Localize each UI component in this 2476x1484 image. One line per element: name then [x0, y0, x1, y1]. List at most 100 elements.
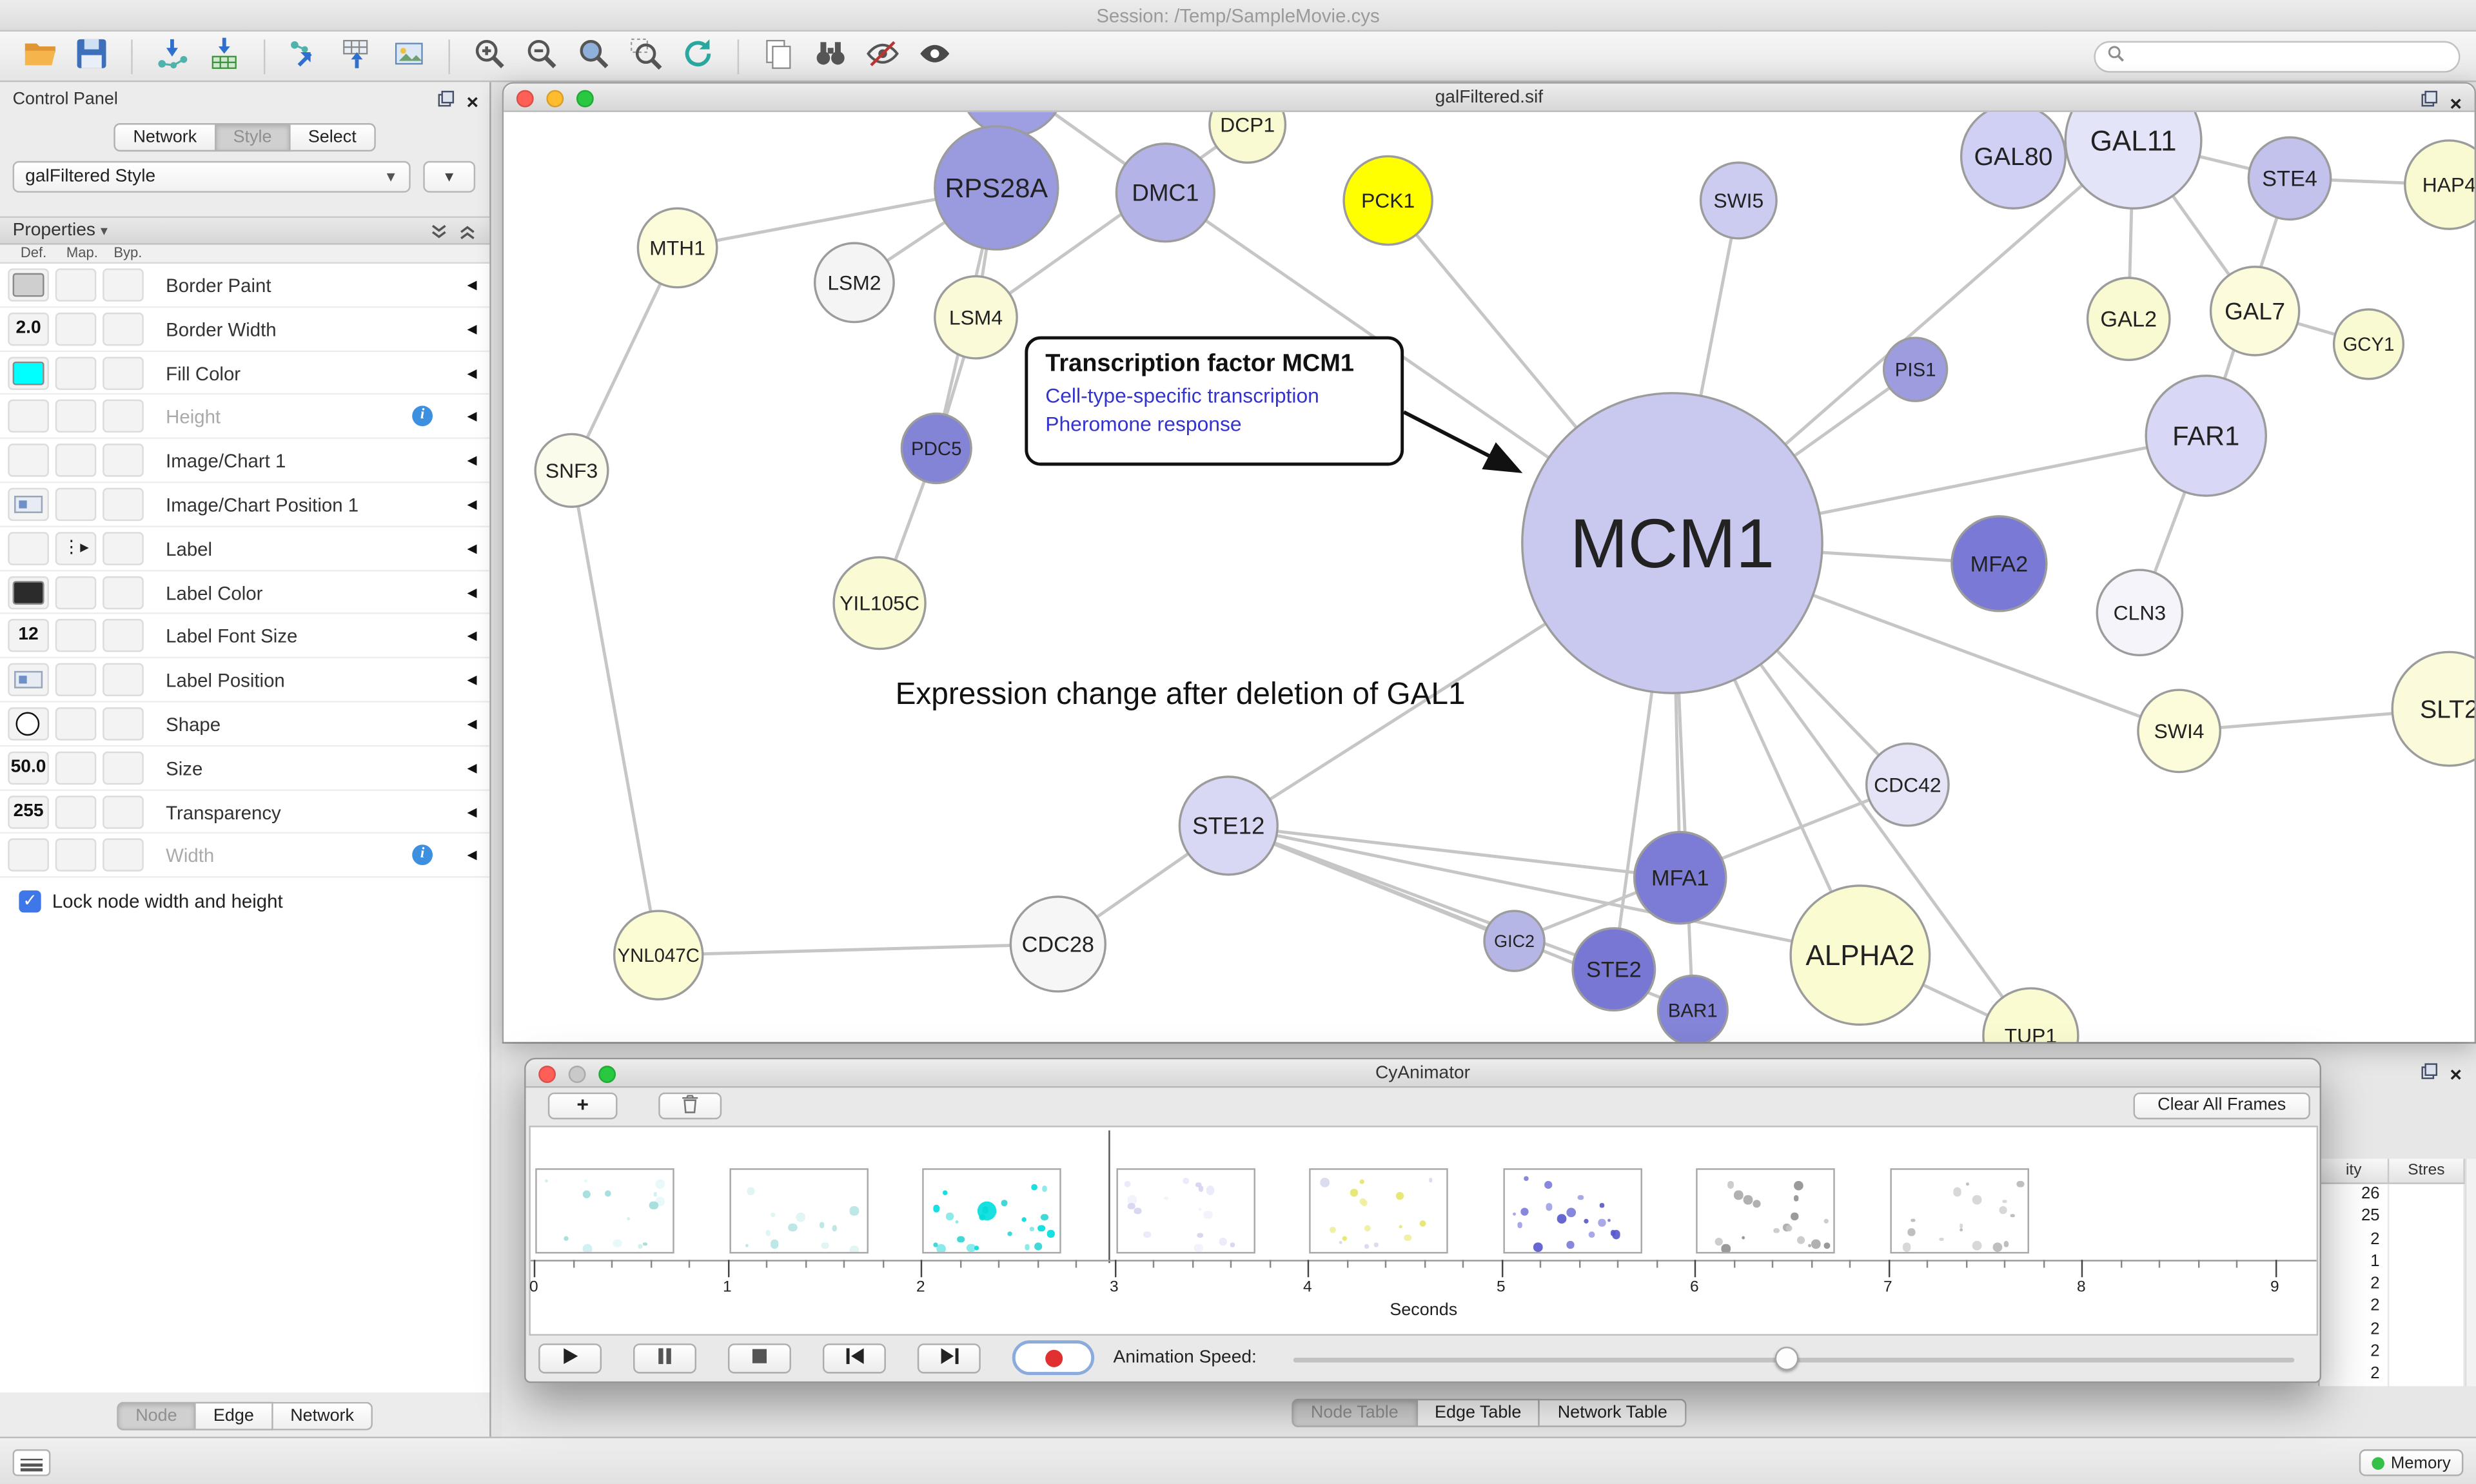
- annotation-link[interactable]: Pheromone response: [1045, 412, 1242, 436]
- property-row[interactable]: Label Color◀: [0, 571, 490, 615]
- network-node[interactable]: DMC1: [1115, 142, 1215, 243]
- export-table-button[interactable]: [333, 35, 380, 77]
- property-row[interactable]: Image/Chart 1◀: [0, 439, 490, 483]
- tab-style[interactable]: Style: [215, 123, 291, 152]
- frame-thumbnail[interactable]: [1696, 1168, 1835, 1254]
- network-edge[interactable]: [658, 942, 1058, 957]
- property-byp-cell[interactable]: [103, 575, 144, 609]
- pause-button[interactable]: [633, 1343, 697, 1374]
- network-window-titlebar[interactable]: galFiltered.sif ×: [504, 83, 2475, 113]
- network-node[interactable]: GIC2: [1483, 910, 1546, 972]
- property-byp-cell[interactable]: [103, 312, 144, 346]
- property-def-cell[interactable]: [8, 575, 49, 609]
- table-row[interactable]: 2: [2320, 1319, 2465, 1342]
- network-node[interactable]: SWI5: [1699, 161, 1778, 240]
- property-map-cell[interactable]: [55, 795, 97, 828]
- minimize-window-icon[interactable]: [546, 90, 564, 108]
- property-byp-cell[interactable]: [103, 663, 144, 697]
- frame-thumbnail[interactable]: [1502, 1168, 1642, 1254]
- column-header[interactable]: ity: [2320, 1158, 2390, 1183]
- import-network-button[interactable]: [148, 35, 195, 77]
- network-node[interactable]: YNL047C: [613, 910, 704, 1001]
- network-node[interactable]: SWI4: [2137, 688, 2221, 774]
- collapse-arrow-icon[interactable]: ◀: [467, 585, 477, 600]
- property-map-cell[interactable]: [55, 707, 97, 741]
- zoom-in-button[interactable]: [466, 35, 513, 77]
- collapse-arrow-icon[interactable]: ◀: [467, 672, 477, 687]
- network-node[interactable]: CLN3: [2096, 569, 2184, 657]
- show-panel-button[interactable]: [12, 1449, 51, 1476]
- zoom-fit-button[interactable]: [570, 35, 617, 77]
- network-node[interactable]: CDC28: [1009, 895, 1107, 993]
- network-node[interactable]: LSM4: [934, 275, 1018, 360]
- network-node[interactable]: CDC42: [1865, 742, 1950, 827]
- property-byp-cell[interactable]: [103, 356, 144, 389]
- property-def-cell[interactable]: [8, 663, 49, 697]
- property-map-cell[interactable]: [55, 312, 97, 346]
- find-button[interactable]: [807, 35, 854, 77]
- collapse-arrow-icon[interactable]: ◀: [467, 848, 477, 863]
- copy-button[interactable]: [755, 35, 802, 77]
- frame-thumbnail[interactable]: [729, 1168, 868, 1254]
- network-node[interactable]: DCP1: [1208, 112, 1287, 164]
- close-panel-icon[interactable]: ×: [2450, 1061, 2462, 1086]
- property-row[interactable]: Border Paint◀: [0, 263, 490, 308]
- record-button[interactable]: [1012, 1340, 1095, 1376]
- property-def-cell[interactable]: 255: [8, 795, 49, 828]
- property-map-cell[interactable]: [55, 619, 97, 653]
- tab-network-style[interactable]: Network: [273, 1401, 373, 1430]
- network-node[interactable]: RPS28A: [934, 125, 1059, 251]
- collapse-arrow-icon[interactable]: ◀: [467, 804, 477, 819]
- property-byp-cell[interactable]: [103, 444, 144, 478]
- export-image-button[interactable]: [386, 35, 433, 77]
- network-node[interactable]: ALPHA2: [1789, 884, 1931, 1026]
- checkbox-checked-icon[interactable]: ✓: [19, 890, 41, 913]
- network-node[interactable]: PIS1: [1882, 337, 1949, 402]
- export-network-button[interactable]: [281, 35, 328, 77]
- property-map-cell[interactable]: ⋮▸: [55, 531, 97, 565]
- speed-slider-knob[interactable]: [1774, 1346, 1799, 1371]
- play-button[interactable]: [538, 1343, 602, 1374]
- frame-thumbnail[interactable]: [922, 1168, 1061, 1254]
- network-edge[interactable]: [975, 123, 1249, 319]
- network-node[interactable]: PCK1: [1342, 155, 1433, 246]
- table-row[interactable]: 26: [2320, 1184, 2465, 1207]
- table-scrollbar[interactable]: [2464, 1158, 2476, 1387]
- tab-node[interactable]: Node: [116, 1401, 196, 1430]
- save-session-button[interactable]: [68, 35, 115, 77]
- property-byp-cell[interactable]: [103, 619, 144, 653]
- show-all-button[interactable]: [911, 35, 958, 77]
- network-edge[interactable]: [1228, 824, 1680, 880]
- table-row[interactable]: 25: [2320, 1206, 2465, 1229]
- property-row[interactable]: Image/Chart Position 1◀: [0, 483, 490, 527]
- close-window-icon[interactable]: [538, 1066, 556, 1084]
- property-def-cell[interactable]: [8, 356, 49, 389]
- stop-button[interactable]: [727, 1343, 791, 1374]
- previous-frame-button[interactable]: [822, 1343, 886, 1374]
- close-panel-icon[interactable]: ×: [466, 89, 479, 113]
- float-panel-icon[interactable]: [2421, 1062, 2439, 1084]
- property-def-cell[interactable]: [8, 400, 49, 433]
- property-byp-cell[interactable]: [103, 795, 144, 828]
- property-byp-cell[interactable]: [103, 531, 144, 565]
- import-table-button[interactable]: [201, 35, 248, 77]
- collapse-arrow-icon[interactable]: ◀: [467, 541, 477, 556]
- collapse-arrow-icon[interactable]: ◀: [467, 716, 477, 731]
- collapse-arrow-icon[interactable]: ◀: [467, 629, 477, 643]
- property-def-cell[interactable]: 12: [8, 619, 49, 653]
- property-def-cell[interactable]: [8, 487, 49, 522]
- property-row[interactable]: Label Position◀: [0, 658, 490, 703]
- tab-network[interactable]: Network: [114, 123, 216, 152]
- hide-selected-button[interactable]: [859, 35, 906, 77]
- property-byp-cell[interactable]: [103, 839, 144, 872]
- property-byp-cell[interactable]: [103, 268, 144, 302]
- table-row[interactable]: 2: [2320, 1296, 2465, 1320]
- frame-thumbnail[interactable]: [1309, 1168, 1448, 1254]
- network-node[interactable]: YIL105C: [832, 556, 927, 650]
- frame-thumbnail[interactable]: [1889, 1168, 2029, 1254]
- collapse-arrow-icon[interactable]: ◀: [467, 497, 477, 512]
